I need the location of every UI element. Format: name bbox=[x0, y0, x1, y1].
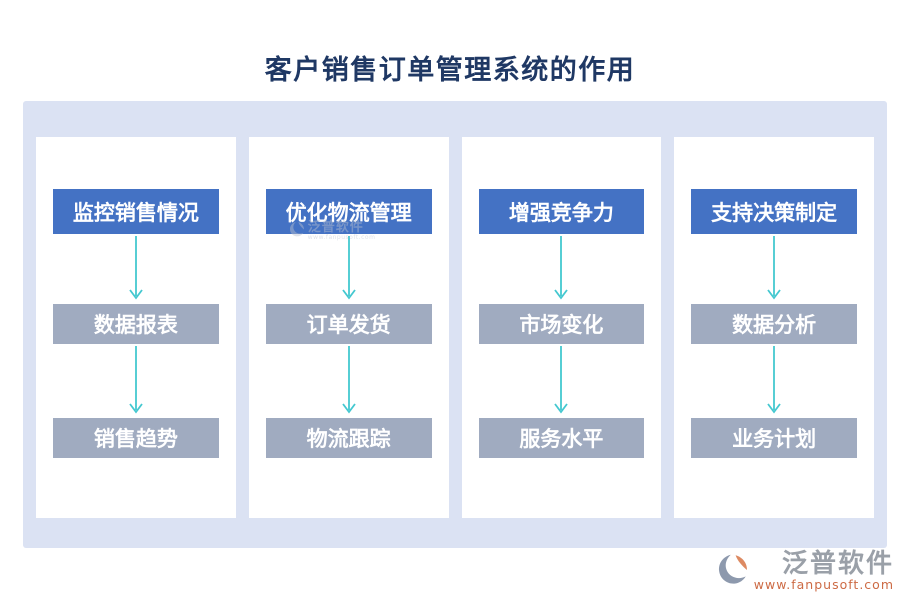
fanpu-logo-icon bbox=[718, 554, 747, 584]
item-box-data-report: 数据报表 bbox=[53, 304, 219, 344]
item-box-service-level: 服务水平 bbox=[478, 418, 645, 458]
down-arrow-icon bbox=[129, 346, 143, 414]
item-box-data-analysis: 数据分析 bbox=[691, 304, 857, 344]
page-title: 客户销售订单管理系统的作用 bbox=[264, 55, 636, 86]
header-box-decision-support: 支持决策制定 bbox=[691, 189, 857, 234]
item-box-sales-trend: 销售趋势 bbox=[53, 418, 219, 458]
header-box-logistics: 优化物流管理 bbox=[265, 189, 432, 234]
down-arrow-icon bbox=[341, 346, 356, 414]
column-monitor-sales: 监控销售情况 数据报表 销售趋势 bbox=[36, 137, 236, 518]
brand-logo: 泛普软件 www.fanpusoft.com bbox=[717, 551, 894, 592]
down-arrow-icon bbox=[767, 236, 781, 300]
item-box-logistics-tracking: 物流跟踪 bbox=[265, 418, 432, 458]
down-arrow-icon bbox=[767, 346, 781, 414]
column-competitiveness: 增强竞争力 市场变化 服务水平 bbox=[461, 137, 662, 518]
down-arrow-icon bbox=[341, 236, 356, 300]
brand-name-text: 泛普软件 bbox=[781, 548, 894, 579]
column-decision-support: 支持决策制定 数据分析 业务计划 bbox=[674, 137, 874, 518]
down-arrow-icon bbox=[554, 236, 569, 300]
down-arrow-icon bbox=[554, 346, 569, 414]
item-box-market-change: 市场变化 bbox=[478, 304, 645, 344]
diagram-board: 监控销售情况 数据报表 销售趋势 优化物流管理 泛普软件 www.fanpuso… bbox=[23, 101, 887, 548]
column-logistics: 优化物流管理 泛普软件 www.fanpusoft.com 订单发货 物流跟踪 bbox=[248, 137, 449, 518]
down-arrow-icon bbox=[129, 236, 143, 300]
item-box-order-shipping: 订单发货 bbox=[265, 304, 432, 344]
header-box-competitiveness: 增强竞争力 bbox=[478, 189, 645, 234]
brand-url-text: www.fanpusoft.com bbox=[753, 576, 894, 592]
header-box-monitor-sales: 监控销售情况 bbox=[53, 189, 219, 234]
item-box-business-plan: 业务计划 bbox=[691, 418, 857, 458]
